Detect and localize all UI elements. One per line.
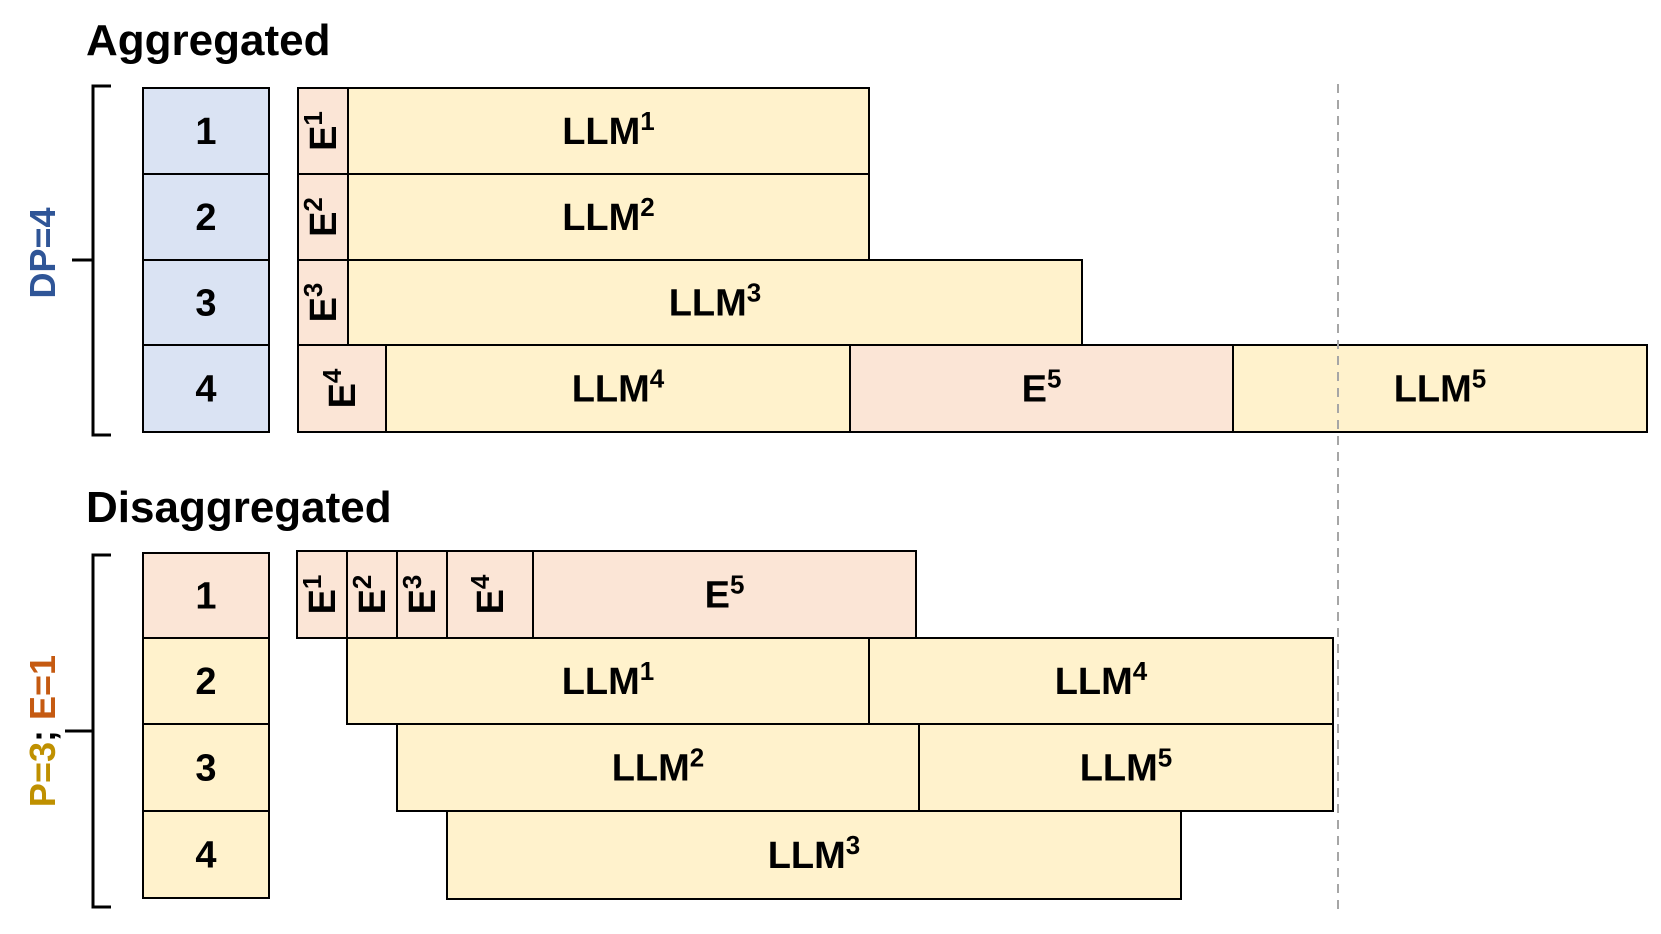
aggregated-block-llm3: LLM3 bbox=[347, 259, 1083, 346]
aggregated-gpu-1: 1 bbox=[142, 87, 270, 175]
disaggregated-gpu-label-4: 4 bbox=[195, 835, 216, 877]
aggregated-label-e5: E5 bbox=[1022, 364, 1062, 411]
disaggregated-title: Disaggregated bbox=[86, 483, 392, 532]
aggregated-gpu-3: 3 bbox=[142, 259, 270, 346]
disaggregated-label-e5: E5 bbox=[705, 570, 745, 617]
disaggregated-block-llm2: LLM2 bbox=[396, 723, 920, 812]
dp-label: DP=4 bbox=[22, 207, 63, 298]
pe-label: P=3; E=1 bbox=[22, 655, 63, 807]
aggregated-label-e1: E1 bbox=[298, 111, 345, 151]
disaggregated-block-e5: E5 bbox=[532, 550, 917, 639]
disaggregated-gpu-2: 2 bbox=[142, 637, 270, 725]
aggregated-block-llm4: LLM4 bbox=[385, 344, 851, 433]
disaggregated-label-llm5: LLM5 bbox=[1080, 743, 1173, 790]
disaggregated-label-e4: E4 bbox=[465, 574, 512, 614]
disaggregated-label-e1: E1 bbox=[297, 575, 344, 615]
disaggregated-gpu-3: 3 bbox=[142, 723, 270, 812]
aggregated-gpu-4: 4 bbox=[142, 344, 270, 433]
disaggregated-gpu-label-2: 2 bbox=[195, 661, 216, 703]
disaggregated-label-llm4: LLM4 bbox=[1055, 656, 1148, 703]
aggregated-block-e4: E4 bbox=[297, 344, 387, 433]
aggregated-gpu-label-3: 3 bbox=[195, 283, 216, 325]
disaggregated-gpu-4: 4 bbox=[142, 810, 270, 899]
aggregated-block-e1: E1 bbox=[297, 87, 349, 175]
disaggregated-label-e3: E3 bbox=[397, 575, 444, 615]
aggregated-bracket bbox=[72, 84, 111, 437]
disaggregated-block-llm3: LLM3 bbox=[446, 810, 1182, 900]
aggregated-label-e4: E4 bbox=[317, 368, 364, 408]
aggregated-gpu-2: 2 bbox=[142, 173, 270, 261]
disaggregated-bracket bbox=[65, 553, 111, 909]
aggregated-label-llm2: LLM2 bbox=[562, 192, 655, 239]
aggregated-block-e2: E2 bbox=[297, 173, 349, 261]
aggregated-label-e3: E3 bbox=[298, 283, 345, 323]
aggregated-gpu-label-2: 2 bbox=[195, 197, 216, 239]
pe-separator: ; bbox=[22, 720, 63, 742]
disaggregated-gpu-1: 1 bbox=[142, 552, 270, 639]
aggregated-label-llm5: LLM5 bbox=[1394, 364, 1487, 411]
disaggregated-label-e2: E2 bbox=[347, 575, 394, 615]
aggregated-gpu-column: 1 2 3 4 bbox=[142, 87, 270, 433]
disaggregated-block-e3: E3 bbox=[396, 550, 448, 639]
aggregated-block-llm5: LLM5 bbox=[1232, 344, 1648, 433]
disaggregated-block-e4: E4 bbox=[446, 550, 534, 639]
disaggregated-gpu-label-3: 3 bbox=[195, 748, 216, 790]
disaggregated-block-e1: E1 bbox=[296, 550, 348, 639]
disaggregated-block-llm5: LLM5 bbox=[918, 723, 1334, 812]
disaggregated-label-llm3: LLM3 bbox=[768, 830, 861, 877]
aggregated-block-e5: E5 bbox=[849, 344, 1234, 433]
disaggregated-block-llm1: LLM1 bbox=[346, 637, 870, 725]
disaggregated-label-llm2: LLM2 bbox=[612, 743, 705, 790]
e-label: E=1 bbox=[22, 655, 63, 720]
aggregated-title: Aggregated bbox=[86, 16, 330, 65]
disaggregated-label-llm1: LLM1 bbox=[562, 656, 655, 703]
p-label: P=3 bbox=[22, 742, 63, 807]
aggregated-label-e2: E2 bbox=[298, 197, 345, 237]
disaggregated-gpu-column: 1 2 3 4 bbox=[142, 552, 270, 899]
aggregated-gpu-label-1: 1 bbox=[195, 111, 216, 153]
aggregated-label-llm3: LLM3 bbox=[669, 278, 762, 325]
disaggregated-block-llm4: LLM4 bbox=[868, 637, 1334, 725]
aggregated-gpu-label-4: 4 bbox=[195, 369, 216, 411]
aggregated-block-llm2: LLM2 bbox=[347, 173, 870, 261]
aggregated-label-llm4: LLM4 bbox=[572, 364, 665, 411]
aggregated-block-e3: E3 bbox=[297, 259, 349, 346]
aggregated-label-llm1: LLM1 bbox=[562, 106, 655, 153]
aggregated-block-llm1: LLM1 bbox=[347, 87, 870, 175]
disaggregated-gpu-label-1: 1 bbox=[195, 576, 216, 618]
disaggregated-block-e2: E2 bbox=[346, 550, 398, 639]
